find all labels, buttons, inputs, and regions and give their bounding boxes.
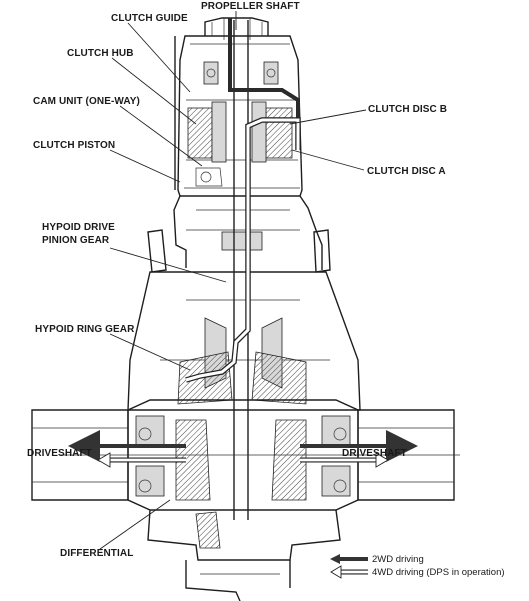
legend: 2WD driving 4WD driving (DPS in operatio…: [330, 554, 505, 579]
label-propeller-shaft: PROPELLER SHAFT: [201, 1, 300, 12]
label-hypoid-drive-1: HYPOID DRIVE: [42, 222, 115, 233]
legend-4wd-label: 4WD driving (DPS in operation): [372, 567, 505, 578]
label-clutch-hub: CLUTCH HUB: [67, 48, 134, 59]
flow-paths: [68, 18, 418, 468]
leader-lines: [99, 11, 367, 550]
flow-2wd-path: [228, 18, 300, 150]
label-driveshaft-left: DRIVESHAFT: [27, 448, 92, 459]
label-clutch-piston: CLUTCH PISTON: [33, 140, 115, 151]
label-differential: DIFFERENTIAL: [60, 548, 133, 559]
legend-2wd-label: 2WD driving: [372, 554, 424, 565]
label-driveshaft-right: DRIVESHAFT: [342, 448, 407, 459]
label-clutch-disc-a: CLUTCH DISC A: [367, 166, 446, 177]
label-cam-unit: CAM UNIT (ONE-WAY): [33, 96, 140, 107]
label-hypoid-drive-2: PINION GEAR: [42, 235, 110, 246]
label-hypoid-ring-gear: HYPOID RING GEAR: [35, 324, 135, 335]
label-clutch-disc-b: CLUTCH DISC B: [368, 104, 447, 115]
label-clutch-guide: CLUTCH GUIDE: [111, 13, 188, 24]
